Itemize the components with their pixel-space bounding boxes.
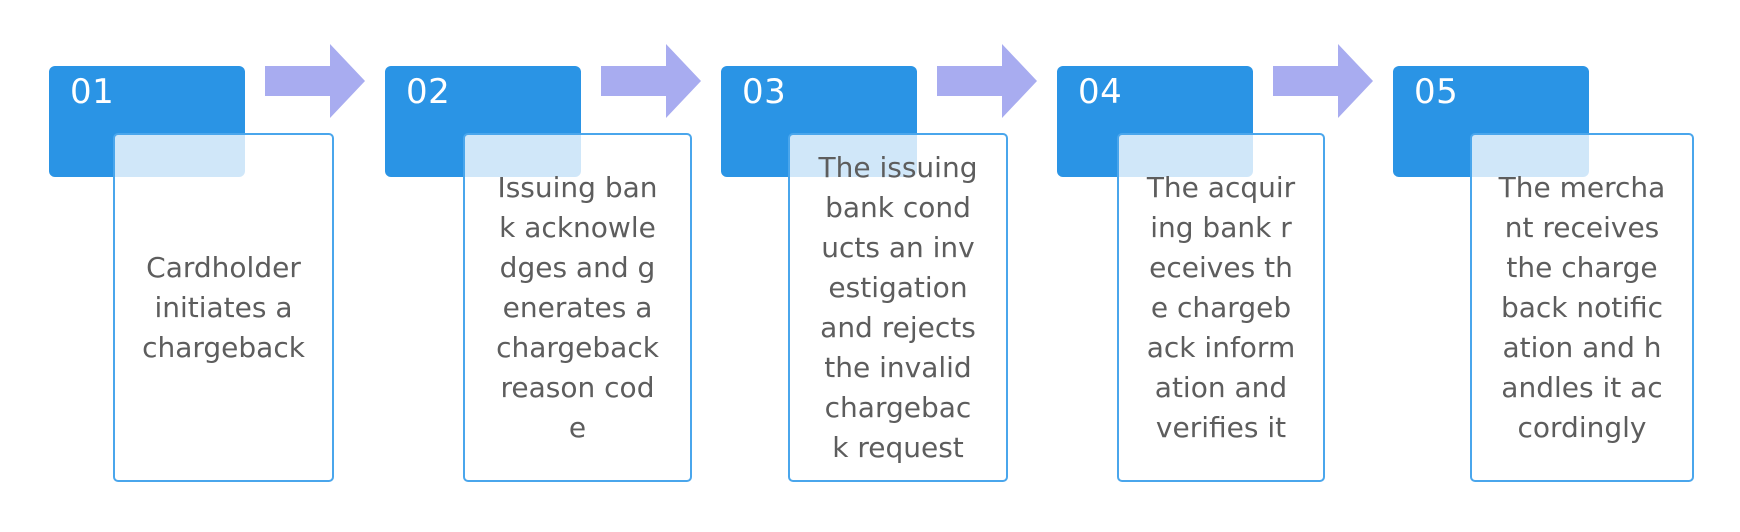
arrow-4-icon — [1273, 44, 1373, 118]
arrow-3-icon — [937, 44, 1037, 118]
step-1-number: 01 — [70, 72, 115, 112]
step-3-text: The issuing bank cond ucts an inv estiga… — [818, 150, 978, 464]
arrow-2-icon — [601, 44, 701, 118]
step-4-card: The acquir ing bank r eceives th e charg… — [1117, 133, 1325, 482]
arrow-1-icon — [265, 44, 365, 118]
step-5-card: The mercha nt receives the charge back n… — [1470, 133, 1694, 482]
step-2-text: Issuing ban k acknowle dges and g enerat… — [496, 170, 659, 444]
step-3-card: The issuing bank cond ucts an inv estiga… — [788, 133, 1008, 482]
step-3-number: 03 — [742, 72, 787, 112]
step-5-text: The mercha nt receives the charge back n… — [1498, 170, 1666, 444]
step-2-card: Issuing ban k acknowle dges and g enerat… — [463, 133, 692, 482]
step-5-number: 05 — [1414, 72, 1459, 112]
step-2-number: 02 — [406, 72, 451, 112]
step-4-text: The acquir ing bank r eceives th e charg… — [1146, 170, 1296, 444]
step-4-number: 04 — [1078, 72, 1123, 112]
step-1-text: Cardholder initiates a chargeback — [142, 250, 305, 364]
step-1-card: Cardholder initiates a chargeback — [113, 133, 334, 482]
